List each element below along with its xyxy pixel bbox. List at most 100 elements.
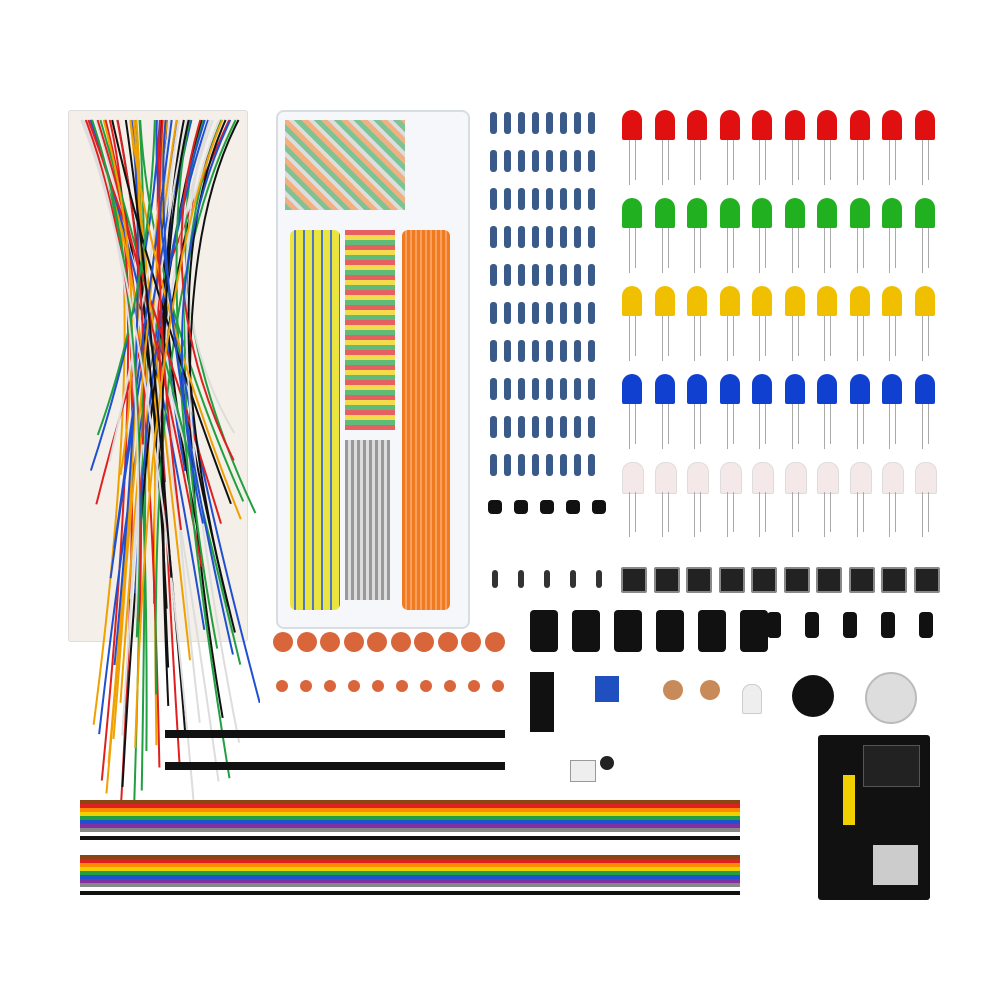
- led-leg: [889, 228, 890, 273]
- electrolytic-capacitor: [530, 610, 558, 652]
- led: [882, 198, 902, 228]
- resistor: [588, 416, 595, 438]
- led: [915, 198, 935, 228]
- resistor: [574, 378, 581, 400]
- led-leg: [694, 140, 695, 185]
- led-leg: [863, 316, 864, 356]
- led-leg: [928, 228, 929, 268]
- led-leg: [700, 316, 701, 356]
- diode: [492, 570, 498, 588]
- led-leg: [863, 492, 864, 532]
- led: [915, 286, 935, 316]
- led-leg: [668, 404, 669, 444]
- resistor: [490, 340, 497, 362]
- led-leg: [895, 404, 896, 444]
- led: [882, 286, 902, 316]
- transistor: [488, 500, 502, 514]
- led-leg: [727, 492, 728, 537]
- resistor: [588, 150, 595, 172]
- led-leg: [765, 404, 766, 444]
- diode: [596, 570, 602, 588]
- led-leg: [922, 404, 923, 449]
- led-leg: [694, 316, 695, 361]
- led-leg: [629, 404, 630, 449]
- resistor: [490, 264, 497, 286]
- resistor: [532, 378, 539, 400]
- led: [850, 374, 870, 404]
- ic-chip: [530, 672, 554, 732]
- led-leg: [928, 316, 929, 356]
- led-leg: [733, 140, 734, 180]
- ceramic-capacitor: [461, 632, 481, 652]
- led-leg: [830, 228, 831, 268]
- small-electrolytic-capacitor: [805, 612, 819, 638]
- resistor: [546, 340, 553, 362]
- led-leg: [759, 404, 760, 449]
- led-leg: [759, 140, 760, 185]
- resistor: [532, 416, 539, 438]
- optocoupler: [570, 760, 596, 782]
- small-ceramic-capacitor: [324, 680, 336, 692]
- led-leg: [830, 316, 831, 356]
- led: [655, 286, 675, 316]
- resistor: [588, 226, 595, 248]
- led-leg: [830, 492, 831, 532]
- resistor: [518, 340, 525, 362]
- led-leg: [635, 492, 636, 532]
- led: [720, 110, 740, 140]
- led: [622, 462, 644, 494]
- resistor: [518, 378, 525, 400]
- push-button: [719, 567, 745, 593]
- transistor: [566, 500, 580, 514]
- led-leg: [922, 228, 923, 273]
- led-leg: [765, 228, 766, 268]
- ceramic-capacitor: [485, 632, 505, 652]
- resistor: [490, 378, 497, 400]
- led-leg: [694, 492, 695, 537]
- led-leg: [668, 316, 669, 356]
- led: [915, 110, 935, 140]
- led: [720, 374, 740, 404]
- push-button: [784, 567, 810, 593]
- resistor: [546, 264, 553, 286]
- led-leg: [798, 404, 799, 444]
- led-leg: [863, 404, 864, 444]
- led-leg: [765, 316, 766, 356]
- resistor: [490, 416, 497, 438]
- resistor: [532, 302, 539, 324]
- small-ceramic-capacitor: [444, 680, 456, 692]
- led-leg: [792, 228, 793, 273]
- led-leg: [830, 140, 831, 180]
- led-leg: [733, 228, 734, 268]
- jumper-wire-bundle: [60, 100, 260, 820]
- led-leg: [922, 140, 923, 185]
- diode: [570, 570, 576, 588]
- led-leg: [857, 492, 858, 537]
- led: [850, 286, 870, 316]
- led-leg: [895, 140, 896, 180]
- led-leg: [889, 492, 890, 537]
- small-electrolytic-capacitor: [919, 612, 933, 638]
- led-leg: [798, 228, 799, 268]
- led-leg: [798, 140, 799, 180]
- led-leg: [727, 228, 728, 273]
- led-leg: [792, 404, 793, 449]
- electrolytic-capacitor: [740, 610, 768, 652]
- led-leg: [759, 492, 760, 537]
- led-leg: [700, 404, 701, 444]
- small-ceramic-capacitor: [468, 680, 480, 692]
- led: [882, 462, 904, 494]
- yellow-blue-wires: [290, 230, 340, 610]
- led-leg: [765, 140, 766, 180]
- resistor: [504, 188, 511, 210]
- resistor: [532, 226, 539, 248]
- push-button: [816, 567, 842, 593]
- led: [752, 462, 774, 494]
- led: [655, 462, 677, 494]
- transistor: [514, 500, 528, 514]
- led: [720, 462, 742, 494]
- led-leg: [889, 316, 890, 361]
- resistor: [504, 302, 511, 324]
- led-leg: [889, 140, 890, 185]
- led-leg: [824, 316, 825, 361]
